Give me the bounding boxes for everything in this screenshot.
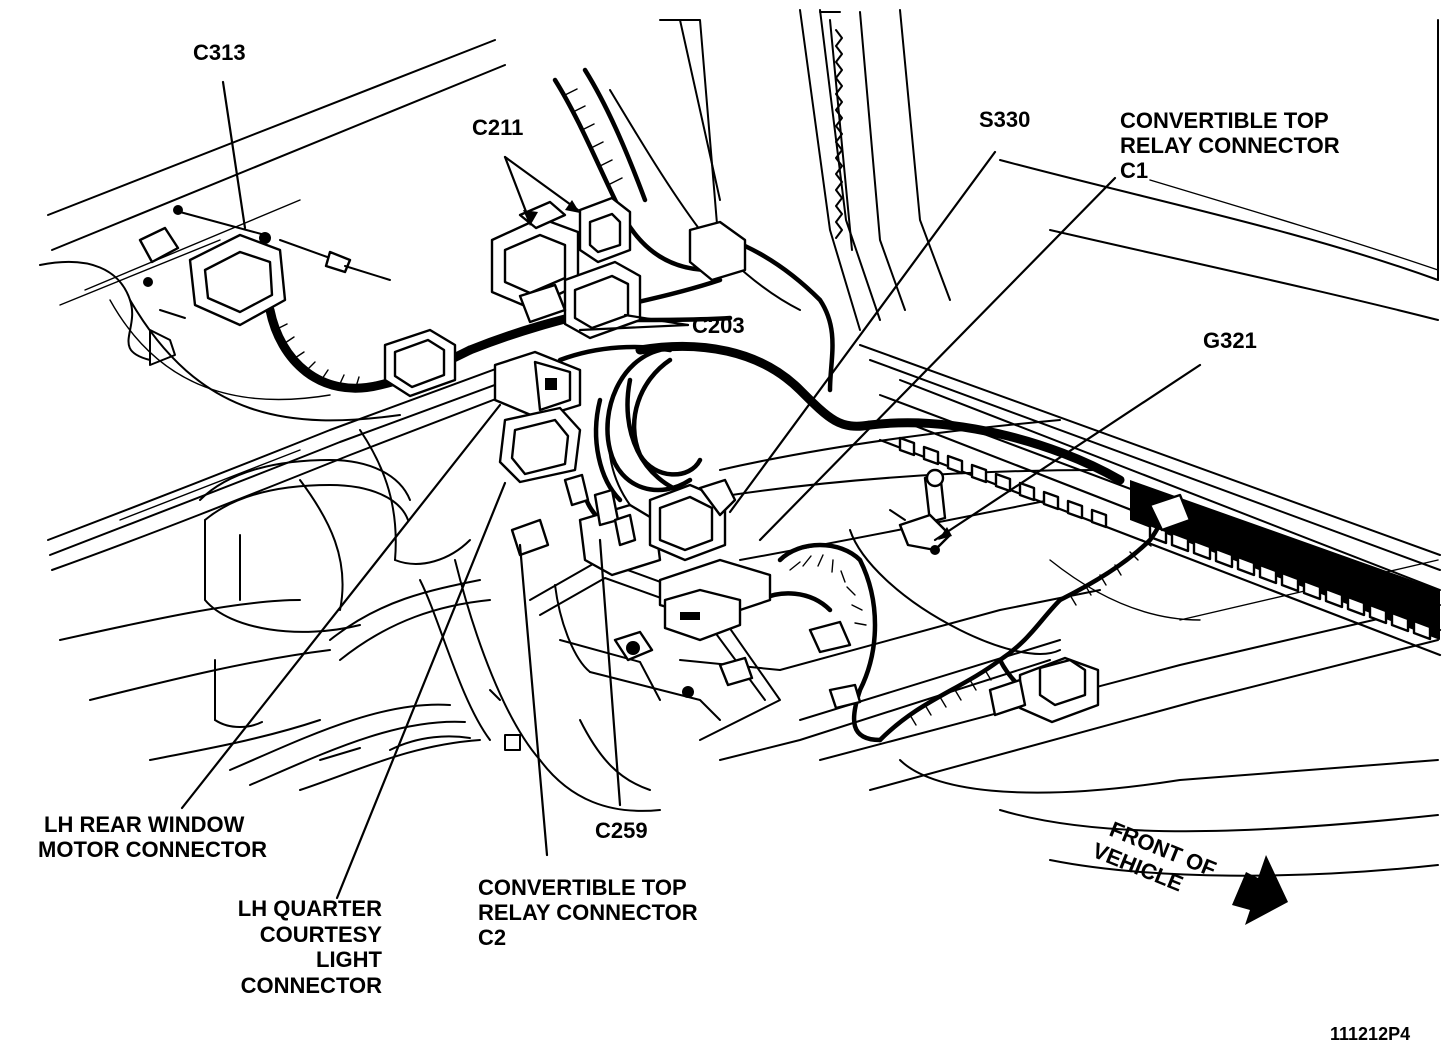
figure-id: 111212P4 — [1330, 1024, 1410, 1044]
trim-tab — [1390, 611, 1410, 633]
connector-c211 — [490, 196, 632, 310]
arrow-right-icon — [1232, 855, 1288, 925]
trim-tab — [1258, 563, 1278, 585]
label-convertible-top-c2-line1: CONVERTIBLE TOP — [478, 875, 687, 900]
trim-tab — [994, 472, 1012, 493]
trim-tab — [1066, 499, 1084, 520]
callout-labels: C313 C211 S330 CONVERTIBLE TOP RELAY CON… — [38, 40, 1410, 1044]
trim-tab — [946, 454, 964, 475]
label-lh-quarter-line4: CONNECTOR — [241, 973, 382, 998]
connector-lh-rear-window-motor — [383, 328, 582, 420]
trim-tab — [1324, 587, 1344, 609]
connector-c313-motor — [138, 205, 391, 327]
label-lh-rear-window-line1: LH REAR WINDOW — [44, 812, 245, 837]
trim-tab — [1280, 571, 1300, 593]
trim-tab — [1192, 539, 1212, 561]
label-convertible-top-c2-line2: RELAY CONNECTOR — [478, 900, 698, 925]
vehicle-body-outline — [39, 9, 1442, 877]
label-c203: C203 — [692, 313, 745, 338]
trim-tab — [922, 445, 940, 466]
ground-g321 — [889, 468, 952, 555]
trim-tab — [1368, 603, 1388, 625]
label-s330: S330 — [979, 107, 1030, 132]
connector-lh-quarter-courtesy-light — [498, 406, 590, 507]
trim-tab — [1170, 531, 1190, 553]
connector-c259 — [613, 620, 862, 710]
label-lh-quarter-line1: LH QUARTER — [238, 896, 382, 921]
connector-convertible-top-relay-c2 — [510, 488, 662, 577]
label-convertible-top-c1-line3: C1 — [1120, 158, 1148, 183]
trim-tab — [970, 463, 988, 484]
trim-tab — [1302, 579, 1322, 601]
label-convertible-top-c1-line1: CONVERTIBLE TOP — [1120, 108, 1329, 133]
trim-tab — [1214, 547, 1234, 569]
label-lh-quarter-line2: COURTESY — [260, 922, 383, 947]
connector-right-floor — [988, 493, 1192, 724]
trim-tab — [1042, 490, 1060, 511]
trim-tab — [1090, 508, 1108, 529]
leader-lines — [180, 80, 1202, 900]
label-convertible-top-c2-line3: C2 — [478, 925, 506, 950]
label-c313: C313 — [193, 40, 246, 65]
trim-tab — [1018, 481, 1036, 502]
label-g321: G321 — [1203, 328, 1257, 353]
label-lh-quarter-line3: LIGHT — [316, 947, 383, 972]
trim-tab — [898, 436, 916, 457]
sill-trim-tabs — [898, 436, 1432, 641]
trim-tab — [1236, 555, 1256, 577]
label-lh-rear-window-line2: MOTOR CONNECTOR — [38, 837, 267, 862]
front-of-vehicle-indicator: FRONT OF VEHICLE — [1089, 816, 1220, 896]
label-c211: C211 — [472, 115, 523, 140]
connector-convertible-top-relay-c1 — [648, 478, 772, 642]
trim-tab — [1412, 619, 1432, 641]
trim-tab — [1346, 595, 1366, 617]
label-convertible-top-c1-line2: RELAY CONNECTOR — [1120, 133, 1340, 158]
label-c259: C259 — [595, 818, 648, 843]
